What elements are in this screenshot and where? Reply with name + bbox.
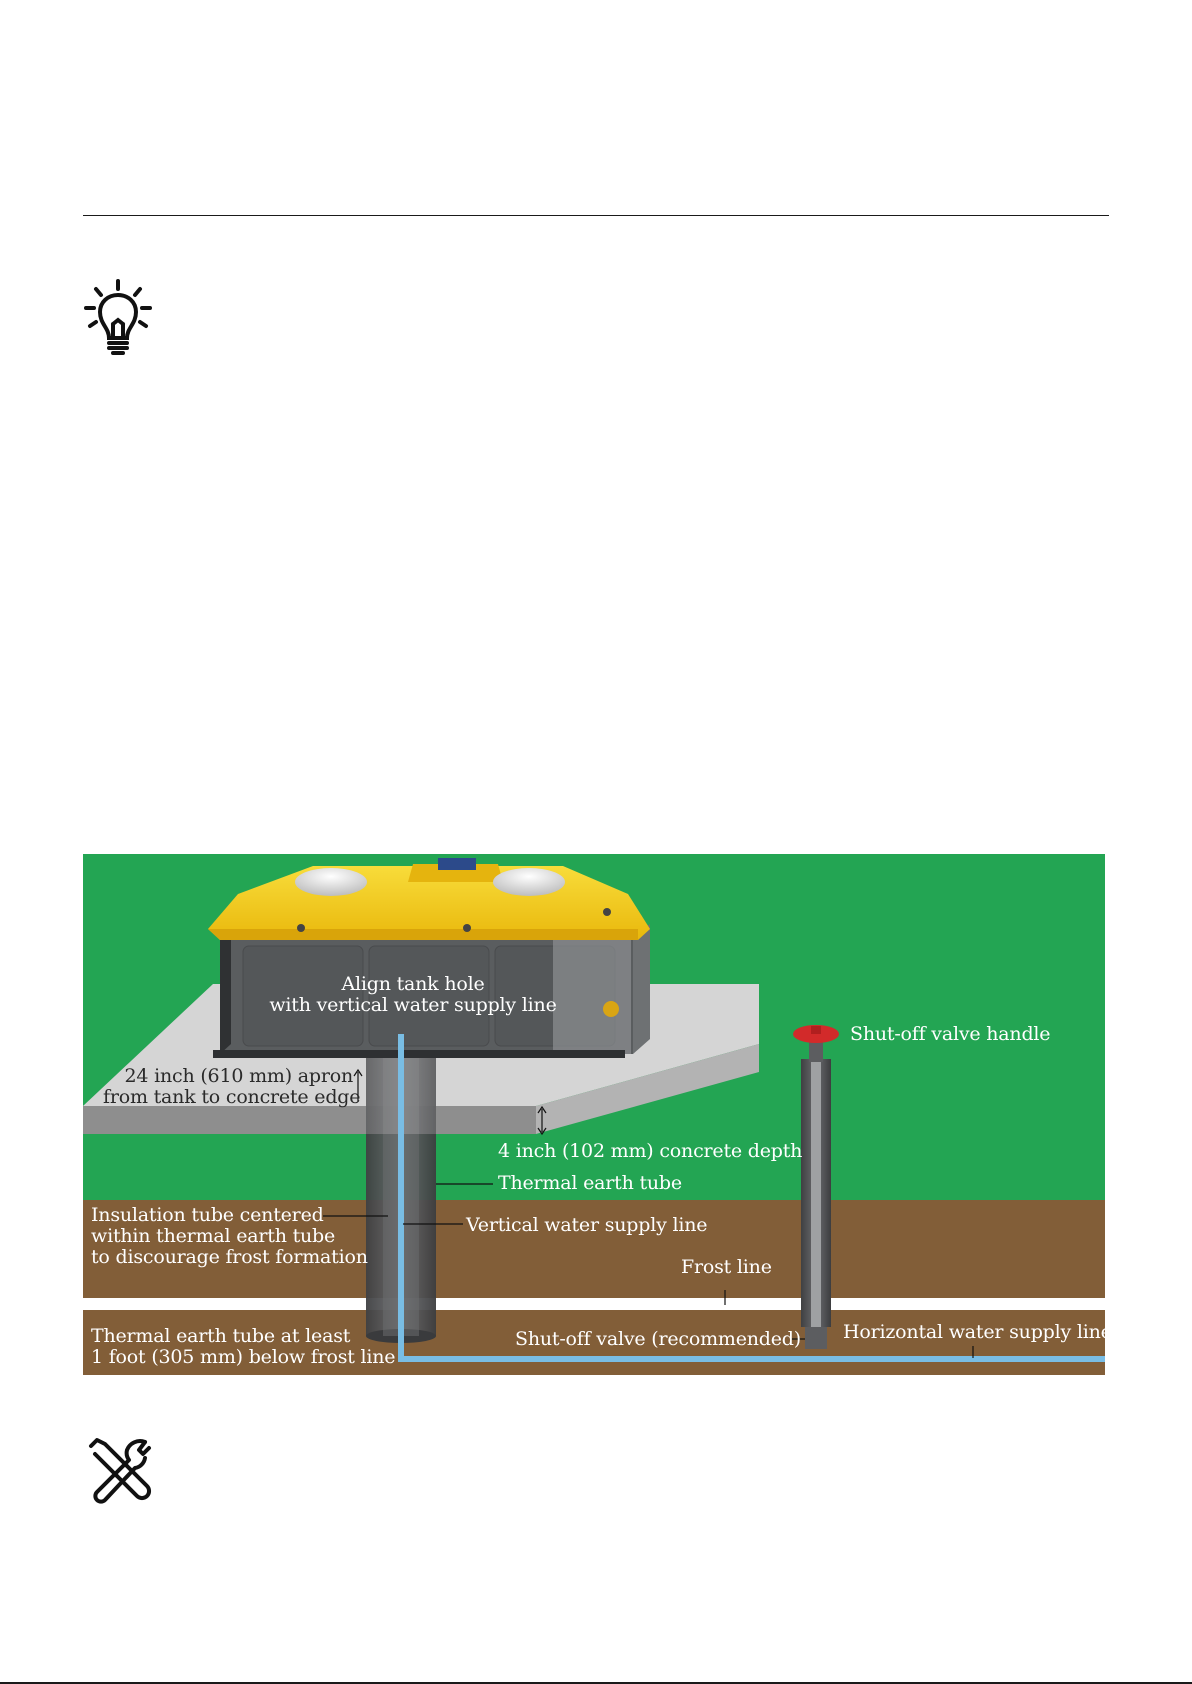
concrete-pad-right bbox=[536, 1044, 759, 1134]
tank-body-side bbox=[633, 924, 650, 1054]
frost-line-label: Frost line bbox=[681, 1256, 772, 1278]
shutoff-valve bbox=[805, 1327, 827, 1349]
installation-diagram: Align tank hole with vertical water supp… bbox=[83, 854, 1105, 1375]
insulation-label-line1: Insulation tube centered bbox=[91, 1204, 324, 1226]
depth-label-line1: Thermal earth tube at least bbox=[91, 1325, 351, 1347]
page-bottom-border bbox=[0, 1682, 1192, 1684]
insulation-tube-label: Insulation tube centered within thermal … bbox=[91, 1205, 368, 1268]
align-tank-label-line2: with vertical water supply line bbox=[269, 994, 557, 1016]
apron-label-line1: 24 inch (610 mm) apron bbox=[124, 1065, 354, 1087]
insulation-label-line3: to discourage frost formation bbox=[91, 1246, 368, 1268]
valve-handle-label: Shut-off valve handle bbox=[850, 1023, 1051, 1045]
thermal-tube-label: Thermal earth tube bbox=[498, 1172, 682, 1194]
concrete-pad-front bbox=[83, 1106, 536, 1134]
lightbulb-icon bbox=[82, 278, 154, 358]
lid-panel bbox=[408, 864, 503, 882]
tank bbox=[208, 858, 650, 1058]
tank-body-left bbox=[220, 926, 231, 1054]
soil-upper bbox=[83, 1200, 1105, 1298]
insulation-label-line2: within thermal earth tube bbox=[91, 1225, 336, 1247]
align-tank-label-line1: Align tank hole bbox=[341, 973, 485, 995]
align-tank-label: Align tank hole with vertical water supp… bbox=[248, 974, 578, 1016]
depth-label-line2: 1 foot (305 mm) below frost line bbox=[91, 1346, 396, 1368]
section-divider bbox=[83, 215, 1109, 216]
concrete-depth-label: 4 inch (102 mm) concrete depth bbox=[498, 1140, 803, 1162]
apron-label: 24 inch (610 mm) apron from tank to conc… bbox=[103, 1065, 361, 1108]
wrench-screwdriver-icon bbox=[83, 1432, 155, 1504]
depth-below-frost-label: Thermal earth tube at least 1 foot (305 … bbox=[91, 1325, 396, 1368]
frost-band bbox=[83, 1298, 1105, 1310]
vertical-supply-label: Vertical water supply line bbox=[466, 1214, 708, 1236]
horizontal-supply-label: Horizontal water supply line bbox=[843, 1321, 1105, 1343]
shutoff-valve-label: Shut-off valve (recommended) bbox=[515, 1328, 801, 1350]
apron-label-line2: from tank to concrete edge bbox=[103, 1086, 361, 1108]
drinking-dome-left bbox=[295, 868, 367, 896]
soil-lower bbox=[83, 1310, 1105, 1375]
drinking-dome-right bbox=[493, 868, 565, 896]
